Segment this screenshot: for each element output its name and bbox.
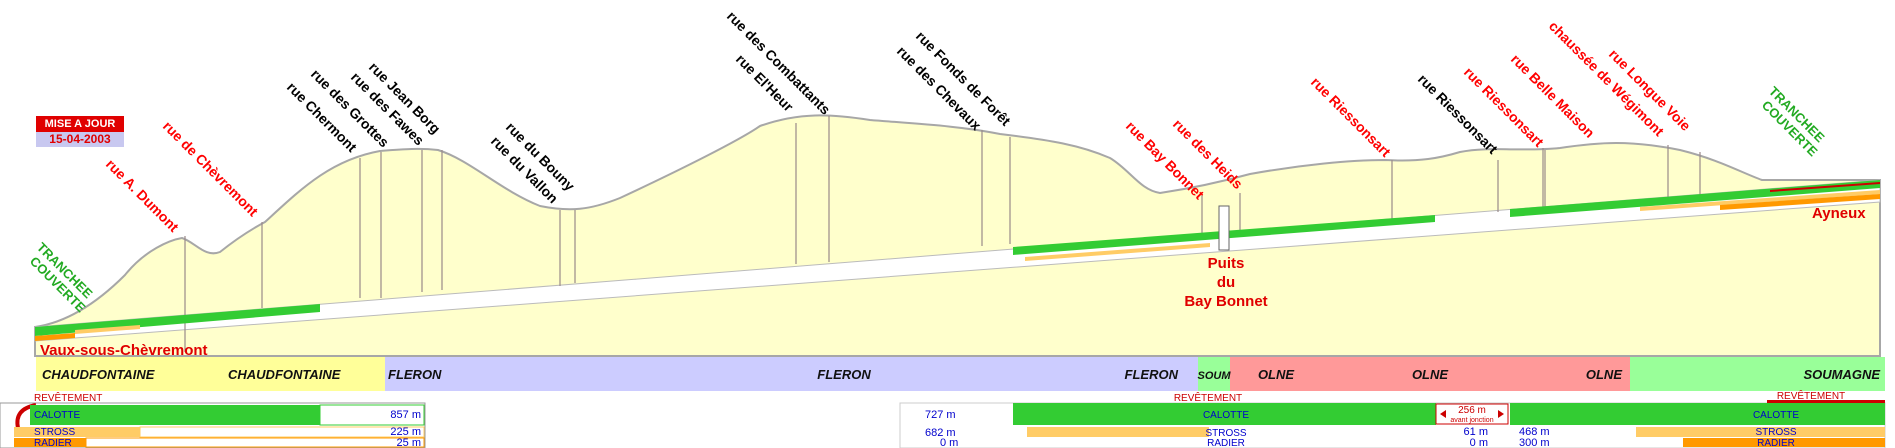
mid-stross-value: 682 m xyxy=(925,427,956,439)
commune-label: OLNE xyxy=(1412,367,1448,382)
commune-label: CHAUDFONTAINE xyxy=(228,367,341,382)
left-calotte-label: CALOTTE xyxy=(34,410,80,421)
commune-segment xyxy=(345,357,385,391)
mid-stross-label: STROSS xyxy=(1205,428,1246,439)
commune-label: FLERON xyxy=(388,367,442,382)
commune-label: FLERON xyxy=(1125,367,1179,382)
right-radier-value: 300 m xyxy=(1519,437,1550,448)
right-stross-value: 468 m xyxy=(1519,426,1550,438)
left-stross-value: 225 m xyxy=(390,426,421,438)
puits-label-3: Bay Bonnet xyxy=(1184,293,1267,310)
junction-radier-value: 0 m xyxy=(1470,437,1488,448)
stross-band-middle xyxy=(1025,243,1210,261)
right-revetement: REVÊTEMENT xyxy=(1777,389,1845,402)
place-ayneux: Ayneux xyxy=(1812,205,1866,222)
progress-left: REVÊTEMENT CALOTTE 857 m STROSS 225 m RA… xyxy=(0,391,426,448)
radier-band-left xyxy=(35,333,75,341)
place-vaux: Vaux-sous-Chèvremont xyxy=(40,342,208,359)
mid-calotte-value: 727 m xyxy=(925,409,956,421)
stross-band-left xyxy=(75,325,140,334)
street-label: rue A. Dumont xyxy=(103,156,182,235)
left-radier-value: 25 m xyxy=(397,437,421,448)
commune-label: OLNE xyxy=(1258,367,1294,382)
right-radier-label: RADIER xyxy=(1757,438,1795,448)
commune-label: SOUMAGNE xyxy=(1803,367,1880,382)
commune-label: OLNE xyxy=(1586,367,1622,382)
mid-revetement: REVÊTEMENT xyxy=(1174,391,1242,404)
puits-shaft xyxy=(1218,205,1230,251)
update-badge-date: 15-04-2003 xyxy=(36,132,124,147)
radier-band-right xyxy=(1720,194,1880,210)
commune-segment xyxy=(1230,357,1630,391)
puits-label-2: du xyxy=(1217,274,1235,291)
progress-right: REVÊTEMENT REVÊTEMENT 727 m CALOTTE CALO… xyxy=(899,389,1886,448)
revetement-band-right xyxy=(1770,182,1880,192)
street-label: rue de Chèvremont xyxy=(160,118,262,220)
commune-label: SOUM xyxy=(1198,370,1232,382)
commune-segment xyxy=(385,357,1198,391)
left-calotte-value: 857 m xyxy=(390,409,421,421)
commune-segment xyxy=(1630,357,1885,391)
commune-label: CHAUDFONTAINE xyxy=(42,367,155,382)
street-label: rue Riessonsart xyxy=(1308,74,1394,160)
mid-radier-value: 0 m xyxy=(940,437,958,448)
left-revetement: REVÊTEMENT xyxy=(34,391,102,404)
commune-label: FLERON xyxy=(817,367,871,382)
commune-segment xyxy=(1198,357,1230,391)
stross-band-right xyxy=(1640,190,1880,211)
left-stross-label: STROSS xyxy=(34,427,75,438)
update-badge-label: MISE A JOUR xyxy=(36,116,124,132)
junction-stross-value: 61 m xyxy=(1464,426,1488,438)
commune-segment xyxy=(36,357,345,391)
update-badge: MISE A JOUR 15-04-2003 xyxy=(36,116,124,147)
gap-value: 256 m xyxy=(1458,405,1486,416)
gap-note: avant jonction xyxy=(1450,417,1493,424)
right-calotte-label: CALOTTE xyxy=(1753,410,1799,421)
mid-radier-label: RADIER xyxy=(1207,438,1245,448)
mid-calotte-label: CALOTTE xyxy=(1203,410,1249,421)
left-radier-label: RADIER xyxy=(34,438,72,448)
right-stross-label: STROSS xyxy=(1755,427,1796,438)
puits-label-1: Puits xyxy=(1208,255,1245,272)
